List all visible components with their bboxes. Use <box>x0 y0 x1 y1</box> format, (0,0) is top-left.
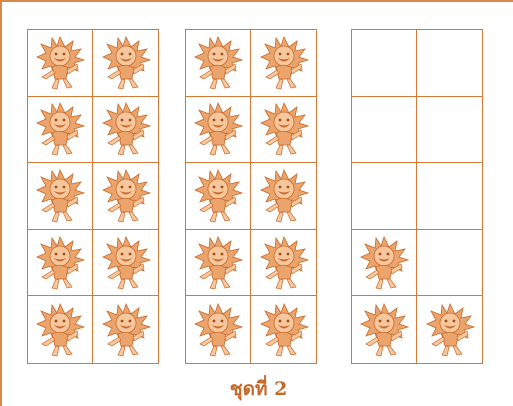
frame-cell <box>251 230 316 297</box>
frame-cell <box>28 296 93 363</box>
sun-flower-mascot-icon <box>30 33 90 93</box>
sun-flower-mascot-icon <box>30 99 90 159</box>
frame-cell <box>186 296 251 363</box>
frame-cell <box>186 230 251 297</box>
sun-flower-mascot-icon <box>354 233 414 293</box>
ten-frame-2 <box>185 29 317 364</box>
sun-flower-mascot-icon <box>30 300 90 360</box>
frame-cell <box>28 30 93 97</box>
sun-flower-mascot-icon <box>254 99 314 159</box>
frame-cell <box>352 30 417 97</box>
sun-flower-mascot-icon <box>188 300 248 360</box>
frame-cell <box>28 97 93 164</box>
frame-cell <box>186 30 251 97</box>
ten-frame-1 <box>27 29 159 364</box>
sun-flower-mascot-icon <box>420 300 480 360</box>
sun-flower-mascot-icon <box>96 33 156 93</box>
frame-cell <box>93 296 158 363</box>
frame-cell <box>417 296 482 363</box>
frame-cell <box>417 230 482 297</box>
sun-flower-mascot-icon <box>188 233 248 293</box>
frame-cell <box>251 163 316 230</box>
frame-cell <box>186 97 251 164</box>
sun-flower-mascot-icon <box>254 300 314 360</box>
sun-flower-mascot-icon <box>30 166 90 226</box>
sun-flower-mascot-icon <box>96 166 156 226</box>
sun-flower-mascot-icon <box>188 99 248 159</box>
frame-cell <box>93 163 158 230</box>
frame-cell <box>93 30 158 97</box>
sun-flower-mascot-icon <box>354 300 414 360</box>
sun-flower-mascot-icon <box>188 33 248 93</box>
frame-cell <box>417 97 482 164</box>
ten-frame-3 <box>351 29 483 364</box>
frame-cell <box>28 163 93 230</box>
frame-cell <box>251 30 316 97</box>
frame-cell <box>352 97 417 164</box>
sun-flower-mascot-icon <box>254 233 314 293</box>
frame-cell <box>417 163 482 230</box>
sun-flower-mascot-icon <box>188 166 248 226</box>
sun-flower-mascot-icon <box>96 99 156 159</box>
frame-cell <box>352 296 417 363</box>
frame-cell <box>251 97 316 164</box>
frame-cell <box>251 296 316 363</box>
set-caption: ชุดที่ 2 <box>2 374 513 404</box>
sun-flower-mascot-icon <box>30 233 90 293</box>
frame-cell <box>93 97 158 164</box>
frame-cell <box>417 30 482 97</box>
frame-cell <box>352 163 417 230</box>
sun-flower-mascot-icon <box>254 166 314 226</box>
frame-cell <box>28 230 93 297</box>
frame-cell <box>352 230 417 297</box>
sun-flower-mascot-icon <box>96 300 156 360</box>
sun-flower-mascot-icon <box>254 33 314 93</box>
sun-flower-mascot-icon <box>96 233 156 293</box>
frame-cell <box>93 230 158 297</box>
frame-cell <box>186 163 251 230</box>
